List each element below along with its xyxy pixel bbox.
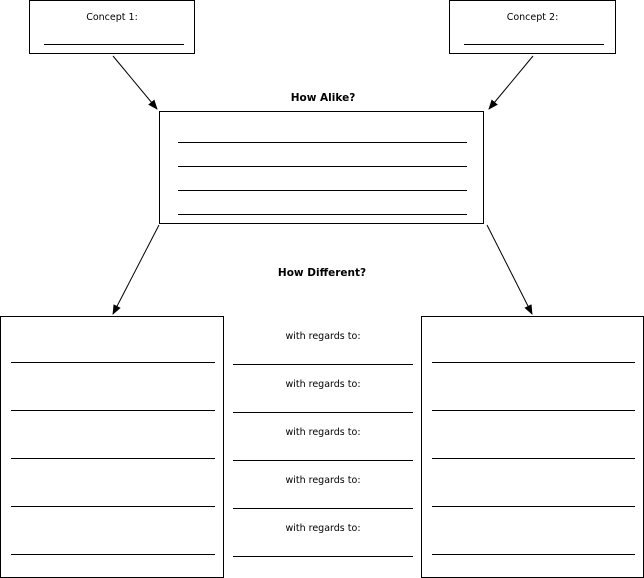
arrow-concept2-to-alike: [488, 55, 534, 110]
difference-line: [11, 458, 215, 459]
difference-line: [11, 362, 215, 363]
concept2-line: [464, 44, 604, 45]
alike-line: [178, 214, 467, 215]
regards-label: with regards to:: [285, 475, 361, 486]
regards-line[interactable]: [233, 460, 413, 461]
concept1-line: [44, 44, 184, 45]
concept2-box[interactable]: Concept 2:: [449, 0, 616, 54]
regards-label: with regards to:: [285, 427, 361, 438]
alike-line: [178, 166, 467, 167]
concept1-box[interactable]: Concept 1:: [29, 0, 195, 54]
concept1-differences-box[interactable]: [0, 316, 224, 578]
regards-label: with regards to:: [285, 523, 361, 534]
arrow-alike-to-right: [486, 224, 533, 315]
regards-line[interactable]: [233, 556, 413, 557]
concept2-label: Concept 2:: [506, 12, 559, 23]
difference-line: [432, 458, 635, 459]
difference-line: [11, 410, 215, 411]
regards-line[interactable]: [233, 412, 413, 413]
how-alike-box[interactable]: [159, 111, 484, 224]
alike-line: [178, 142, 467, 143]
regards-label: with regards to:: [285, 331, 361, 342]
difference-line: [11, 554, 215, 555]
difference-line: [11, 506, 215, 507]
difference-line: [432, 506, 635, 507]
regards-label: with regards to:: [285, 379, 361, 390]
how-different-heading: How Different?: [277, 267, 367, 279]
regards-line[interactable]: [233, 508, 413, 509]
arrow-concept1-to-alike: [112, 55, 158, 110]
concept2-differences-box[interactable]: [421, 316, 644, 578]
difference-line: [432, 410, 635, 411]
arrow-alike-to-left: [112, 224, 160, 315]
concept1-label: Concept 1:: [86, 12, 138, 23]
regards-line[interactable]: [233, 364, 413, 365]
difference-line: [432, 362, 635, 363]
how-alike-heading: How Alike?: [290, 92, 356, 104]
difference-line: [432, 554, 635, 555]
alike-line: [178, 190, 467, 191]
